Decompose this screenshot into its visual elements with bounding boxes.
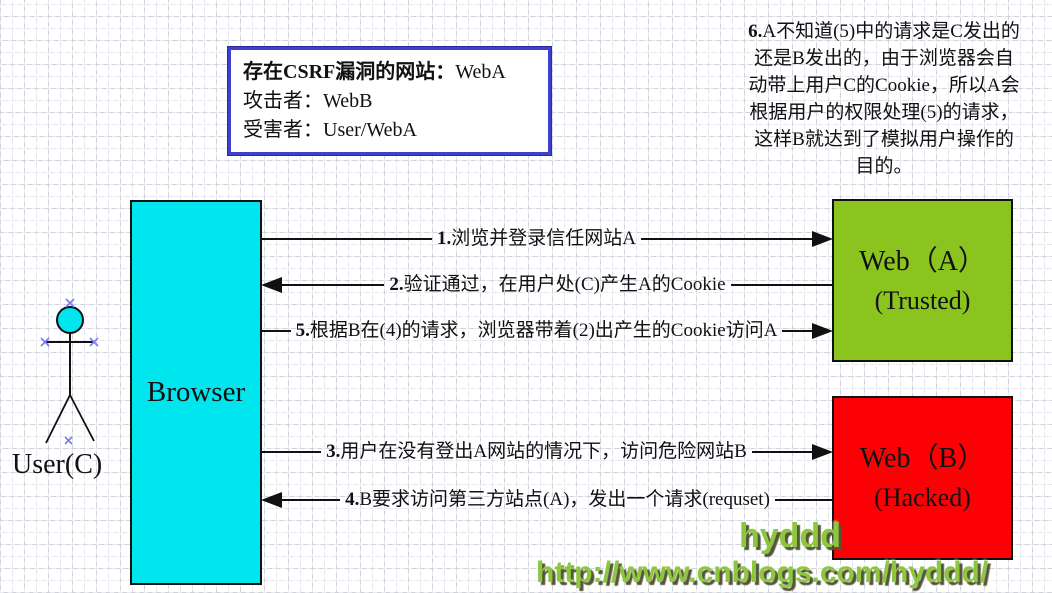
arrow-line (261, 238, 433, 240)
user-label: User(C) (12, 449, 103, 480)
web-a-subtitle: (Trusted) (874, 285, 971, 315)
stick-figure-left-leg (45, 394, 71, 444)
arrow-step5-label: 5.根据B在(4)的请求，浏览器带着(2)出产生的Cookie访问A (295, 320, 778, 341)
note-line: 根据用户的权限处理(5)的请求， (749, 102, 1019, 123)
arrow-line (641, 238, 813, 240)
arrow-line (282, 499, 341, 501)
csrf-info-box: 存在CSRF漏洞的网站：WebA 攻击者：WebB 受害者：User/WebA (227, 46, 552, 156)
web-a-title: Web（A） (859, 245, 986, 277)
arrow-line (751, 451, 812, 453)
arrowhead-left-icon (261, 277, 282, 293)
arrow-step1: 1.浏览并登录信任网站A (261, 225, 834, 253)
arrow-step5: 5.根据B在(4)的请求，浏览器带着(2)出产生的Cookie访问A (261, 317, 833, 345)
arrow-step4: 4.B要求访问第三方站点(A)，发出一个请求(requset) (261, 486, 834, 514)
arrow-line (282, 284, 385, 286)
info-line-vulnerable-site: 存在CSRF漏洞的网站：WebA (243, 58, 548, 87)
note-line: 这样B就达到了模拟用户操作的 (754, 129, 1014, 150)
arrow-number: 2. (389, 274, 404, 295)
arrow-step3: 3.用户在没有登出A网站的情况下，访问危险网站B (261, 438, 833, 466)
arrowhead-right-icon (812, 444, 833, 460)
arrow-number: 4. (345, 489, 360, 510)
note-line: 6.A不知道(5)中的请求是C发出的 (748, 21, 1020, 42)
watermark-url: http://www.cnblogs.com/hyddd/ (536, 556, 989, 589)
arrow-number: 5. (295, 320, 310, 341)
note-line: 动带上用户C的Cookie，所以A会 (748, 75, 1020, 96)
arrowhead-right-icon (812, 231, 834, 247)
info-line-rest: WebA (455, 61, 506, 83)
web-b-box: Web（B） (Hacked) (832, 396, 1013, 560)
arrow-line (782, 330, 812, 332)
arrow-step2-label: 2.验证通过，在用户处(C)产生A的Cookie (389, 274, 726, 295)
arrow-step3-label: 3.用户在没有登出A网站的情况下，访问危险网站B (326, 441, 747, 462)
arrowhead-right-icon (812, 323, 833, 339)
note-line: 还是B发出的，由于浏览器会自 (754, 48, 1014, 69)
arrow-number: 3. (326, 441, 341, 462)
step6-note: 6.A不知道(5)中的请求是C发出的 还是B发出的，由于浏览器会自 动带上用户C… (716, 18, 1052, 180)
web-b-subtitle: (Hacked) (874, 483, 971, 512)
info-line-bold: 存在CSRF漏洞的网站： (243, 61, 456, 83)
web-a-box: Web（A） (Trusted) (832, 199, 1013, 362)
info-line-rest: 攻击者：WebB (243, 90, 373, 112)
info-line-victim: 受害者：User/WebA (243, 116, 548, 145)
info-line-attacker: 攻击者：WebB (243, 87, 548, 116)
browser-box: Browser (130, 200, 262, 585)
arrow-step4-label: 4.B要求访问第三方站点(A)，发出一个请求(requset) (345, 489, 770, 510)
note-line: 目的。 (855, 156, 913, 177)
stick-figure-head (56, 306, 84, 334)
stick-figure-right-leg (69, 394, 95, 442)
arrow-step1-label: 1.浏览并登录信任网站A (437, 228, 636, 249)
browser-label: Browser (146, 376, 246, 408)
note-number: 6. (748, 21, 763, 42)
arrow-line (261, 330, 291, 332)
arrow-line (774, 499, 834, 501)
web-b-title: Web（B） (859, 443, 986, 474)
arrow-line (730, 284, 833, 286)
info-line-rest: 受害者：User/WebA (243, 119, 417, 141)
arrow-step2: 2.验证通过，在用户处(C)产生A的Cookie (261, 271, 833, 299)
arrow-line (261, 451, 322, 453)
user-stick-figure-icon (40, 298, 99, 445)
arrow-number: 1. (437, 228, 452, 249)
selection-x-handles-icon (40, 298, 99, 445)
watermark-author: hyddd (739, 517, 841, 555)
arrowhead-left-icon (261, 492, 282, 508)
